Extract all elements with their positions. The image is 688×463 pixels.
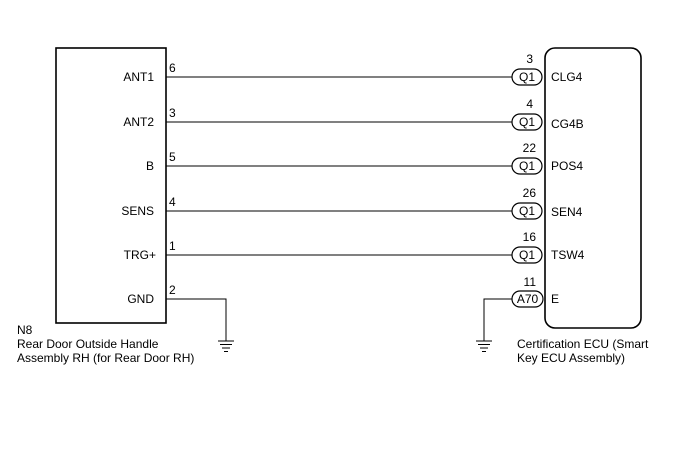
connector-code-4: Q1 [519, 204, 535, 218]
left-label-2: ANT2 [123, 115, 154, 129]
connector-codes: Q1 Q1 Q1 Q1 Q1 A70 [517, 70, 539, 306]
left-pin-3: 5 [169, 150, 176, 164]
left-label-5: TRG+ [124, 248, 156, 262]
left-pin-1: 6 [169, 61, 176, 75]
right-ground-wire [483, 298, 512, 341]
left-component-caption: N8 Rear Door Outside Handle Assembly RH … [17, 323, 194, 365]
left-label-ground: GND [127, 292, 154, 306]
left-component-box [55, 47, 167, 324]
right-label-1: CLG4 [551, 70, 583, 84]
left-ground [166, 298, 234, 352]
right-pin-3: 22 [523, 141, 537, 155]
left-pin-4: 4 [169, 195, 176, 209]
right-component-name-line1: Certification ECU (Smart [517, 337, 649, 351]
right-pin-2: 4 [526, 97, 533, 111]
connector-pill-4 [511, 202, 543, 220]
connector-pill-5 [511, 246, 543, 264]
connector-code-ground: A70 [517, 292, 539, 306]
ground-icon [218, 340, 234, 352]
left-label-4: SENS [121, 204, 154, 218]
connector-code-3: Q1 [519, 159, 535, 173]
right-pin-names: CLG4 CG4B POS4 SEN4 TSW4 E [551, 70, 585, 306]
left-ground-wire [166, 298, 227, 341]
right-component-caption: Certification ECU (Smart Key ECU Assembl… [517, 337, 649, 365]
left-component-name-line1: Rear Door Outside Handle [17, 337, 159, 351]
left-component-name-line2: Assembly RH (for Rear Door RH) [17, 351, 194, 365]
right-pin-4: 26 [523, 186, 537, 200]
right-label-5: TSW4 [551, 248, 585, 262]
left-label-3: B [146, 159, 154, 173]
signal-wires [166, 76, 512, 256]
right-pin-5: 16 [523, 230, 537, 244]
right-ground [476, 298, 512, 352]
left-pin-ground: 2 [169, 283, 176, 297]
left-pin-5: 1 [169, 239, 176, 253]
connector-pill-3 [511, 157, 543, 175]
right-pin-numbers: 3 4 22 26 16 11 [523, 52, 537, 289]
left-pin-2: 3 [169, 106, 176, 120]
connector-code-5: Q1 [519, 248, 535, 262]
right-component-name-line2: Key ECU Assembly) [517, 351, 625, 365]
right-label-ground: E [551, 292, 559, 306]
connector-code-2: Q1 [519, 115, 535, 129]
connector-pill-1 [511, 68, 543, 86]
connector-pills [511, 68, 544, 308]
left-pin-names: ANT1 ANT2 B SENS TRG+ GND [121, 70, 156, 306]
right-pin-1: 3 [526, 52, 533, 66]
left-label-1: ANT1 [123, 70, 154, 84]
right-label-4: SEN4 [551, 205, 583, 219]
connector-code-1: Q1 [519, 70, 535, 84]
connector-pill-2 [511, 113, 543, 131]
ground-icon [476, 340, 492, 352]
left-pin-numbers: 6 3 5 4 1 2 [169, 61, 176, 297]
right-pin-ground: 11 [524, 275, 537, 289]
left-component-code: N8 [17, 323, 33, 337]
right-component-box [544, 47, 642, 329]
right-label-3: POS4 [551, 159, 583, 173]
right-label-2: CG4B [551, 117, 584, 131]
